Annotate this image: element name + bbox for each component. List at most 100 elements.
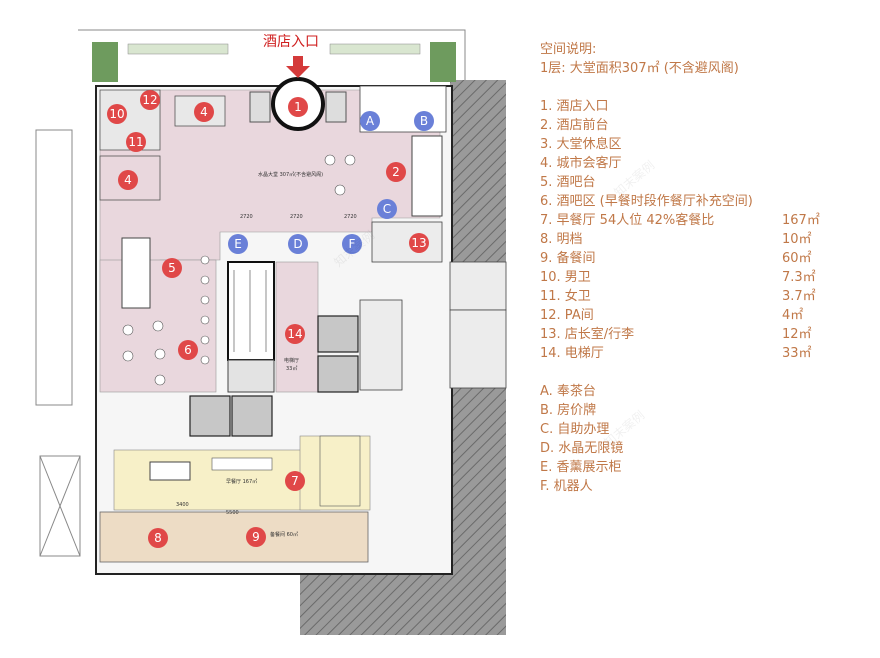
legend-room-label: 8. 明档 [540, 232, 583, 247]
number-marker-label: 2 [392, 165, 400, 179]
number-marker-label: 4 [124, 173, 132, 187]
number-marker-label: 10 [109, 107, 124, 121]
number-marker-4: 4 [118, 170, 138, 190]
legend-room-item: 4. 城市会客厅 [540, 154, 870, 173]
number-marker-label: 13 [411, 236, 426, 250]
legend-room-label: 10. 男卫 [540, 270, 591, 285]
legend-facility-item: A. 奉茶台 [540, 384, 596, 399]
legend-room-item: 12. PA间 4㎡ [540, 306, 870, 325]
buffet-island [149, 461, 191, 481]
number-marker-label: 9 [252, 530, 260, 544]
stair-core [227, 261, 275, 393]
number-marker-label: 11 [128, 135, 143, 149]
letter-marker-label: D [293, 237, 302, 251]
legend-room-item: 9. 备餐间 60㎡ [540, 249, 870, 268]
letter-marker-C: C [377, 199, 397, 219]
number-marker-label: 5 [168, 261, 176, 275]
legend-room-label: 2. 酒店前台 [540, 118, 609, 133]
legend-room-label: 5. 酒吧台 [540, 175, 596, 190]
elevator-shafts [189, 315, 359, 437]
legend-summary: 1层: 大堂面积307㎡ (不含避风阁) [540, 61, 739, 76]
elevator-hall-area: 33㎡ [286, 365, 297, 372]
legend-room-area: 12㎡ [782, 327, 812, 342]
legend-room-label: 12. PA间 [540, 308, 594, 323]
elevator-hall-label: 电梯厅 [284, 357, 299, 364]
letter-marker-label: E [234, 237, 242, 251]
number-marker-label: 12 [142, 93, 157, 107]
legend-room-label: 3. 大堂休息区 [540, 137, 622, 152]
letter-marker-E: E [228, 234, 248, 254]
letter-marker-label: B [420, 114, 428, 128]
number-marker-4: 4 [194, 102, 214, 122]
number-marker-label: 8 [154, 531, 162, 545]
legend-room-label: 11. 女卫 [540, 289, 591, 304]
room-list: 1. 酒店入口 2. 酒店前台 3. 大堂休息区 4. 城市会客厅 5. 酒吧台 6. 酒… [540, 97, 870, 363]
number-marker-8: 8 [148, 528, 168, 548]
prep-zone [99, 511, 369, 563]
letter-marker-B: B [414, 111, 434, 131]
legend-room-area: 33㎡ [782, 346, 812, 361]
legend-room-item: 5. 酒吧台 [540, 173, 870, 192]
legend-facility-item: C. 自助办理 [540, 422, 610, 437]
legend-room-item: 8. 明档 10㎡ [540, 230, 870, 249]
letter-marker-F: F [342, 234, 362, 254]
number-marker-12: 12 [140, 90, 160, 110]
legend-room-item: 3. 大堂休息区 [540, 135, 870, 154]
legend-room-area: 167㎡ [782, 213, 820, 228]
number-marker-5: 5 [162, 258, 182, 278]
prep-label: 备餐间 60㎡ [270, 531, 298, 538]
legend-room-item: 1. 酒店入口 [540, 97, 870, 116]
bar-counter [121, 237, 151, 309]
number-marker-2: 2 [386, 162, 406, 182]
furniture [122, 154, 361, 507]
dimension-labels: 2720 2720 2720 3400 5500 [176, 214, 357, 516]
legend-heading: 空间说明: [540, 42, 597, 57]
legend-room-label: 4. 城市会客厅 [540, 156, 622, 171]
legend-room-area: 60㎡ [782, 251, 812, 266]
dimension-label: 2720 [344, 214, 357, 220]
legend-room-label: 6. 酒吧区 (早餐时段作餐厅补充空间) [540, 194, 753, 209]
legend-facility-item: B. 房价牌 [540, 403, 597, 418]
site-outline [35, 29, 466, 557]
letter-marker-label: F [349, 237, 356, 251]
planters [92, 42, 456, 82]
legend-room-item: 10. 男卫 7.3㎡ [540, 268, 870, 287]
number-marker-11: 11 [126, 132, 146, 152]
dimension-label: 2720 [290, 214, 303, 220]
lobby-label: 水晶大堂 307㎡(不含避风阁) [258, 171, 323, 178]
legend-room-label: 9. 备餐间 [540, 251, 596, 266]
legend-room-item: 7. 早餐厅 54人位 42%客餐比 167㎡ [540, 211, 870, 230]
number-marker-9: 9 [246, 527, 266, 547]
legend-room-item: 2. 酒店前台 [540, 116, 870, 135]
legend-room-label: 7. 早餐厅 54人位 42%客餐比 [540, 213, 715, 228]
legend-room-area: 4㎡ [782, 308, 804, 323]
number-marker-7: 7 [285, 471, 305, 491]
breakfast-label: 早餐厅 167㎡ [226, 478, 257, 485]
letter-marker-label: A [366, 114, 375, 128]
number-marker-label: 4 [200, 105, 208, 119]
number-marker-10: 10 [107, 104, 127, 124]
entrance-label: 酒店入口 [263, 34, 319, 50]
facility-list: A. 奉茶台 B. 房价牌 C. 自助办理 D. 水晶无限镜 E. 香薰展示柜 F. 机器… [540, 382, 870, 496]
dimension-label: 5500 [226, 510, 239, 516]
legend-room-area: 7.3㎡ [782, 270, 816, 285]
legend-facility-item: E. 香薰展示柜 [540, 460, 622, 475]
blue-markers: A B C D E F [228, 111, 434, 254]
dimension-label: 3400 [176, 502, 189, 508]
legend-room-label: 14. 电梯厅 [540, 346, 604, 361]
legend-facility-item: D. 水晶无限镜 [540, 441, 624, 456]
legend-panel: 空间说明: 1层: 大堂面积307㎡ (不含避风阁) 1. 酒店入口 2. 酒店前… [540, 40, 870, 496]
legend-room-item: 14. 电梯厅 33㎡ [540, 344, 870, 363]
letter-marker-label: C [383, 202, 391, 216]
legend-room-label: 1. 酒店入口 [540, 99, 609, 114]
number-marker-14: 14 [285, 324, 305, 344]
legend-facility-item: F. 机器人 [540, 479, 593, 494]
service-rooms [359, 221, 507, 391]
legend-room-area: 10㎡ [782, 232, 812, 247]
entrance-arrow-icon [286, 56, 310, 78]
number-marker-label: 1 [294, 100, 302, 114]
number-marker-6: 6 [178, 340, 198, 360]
